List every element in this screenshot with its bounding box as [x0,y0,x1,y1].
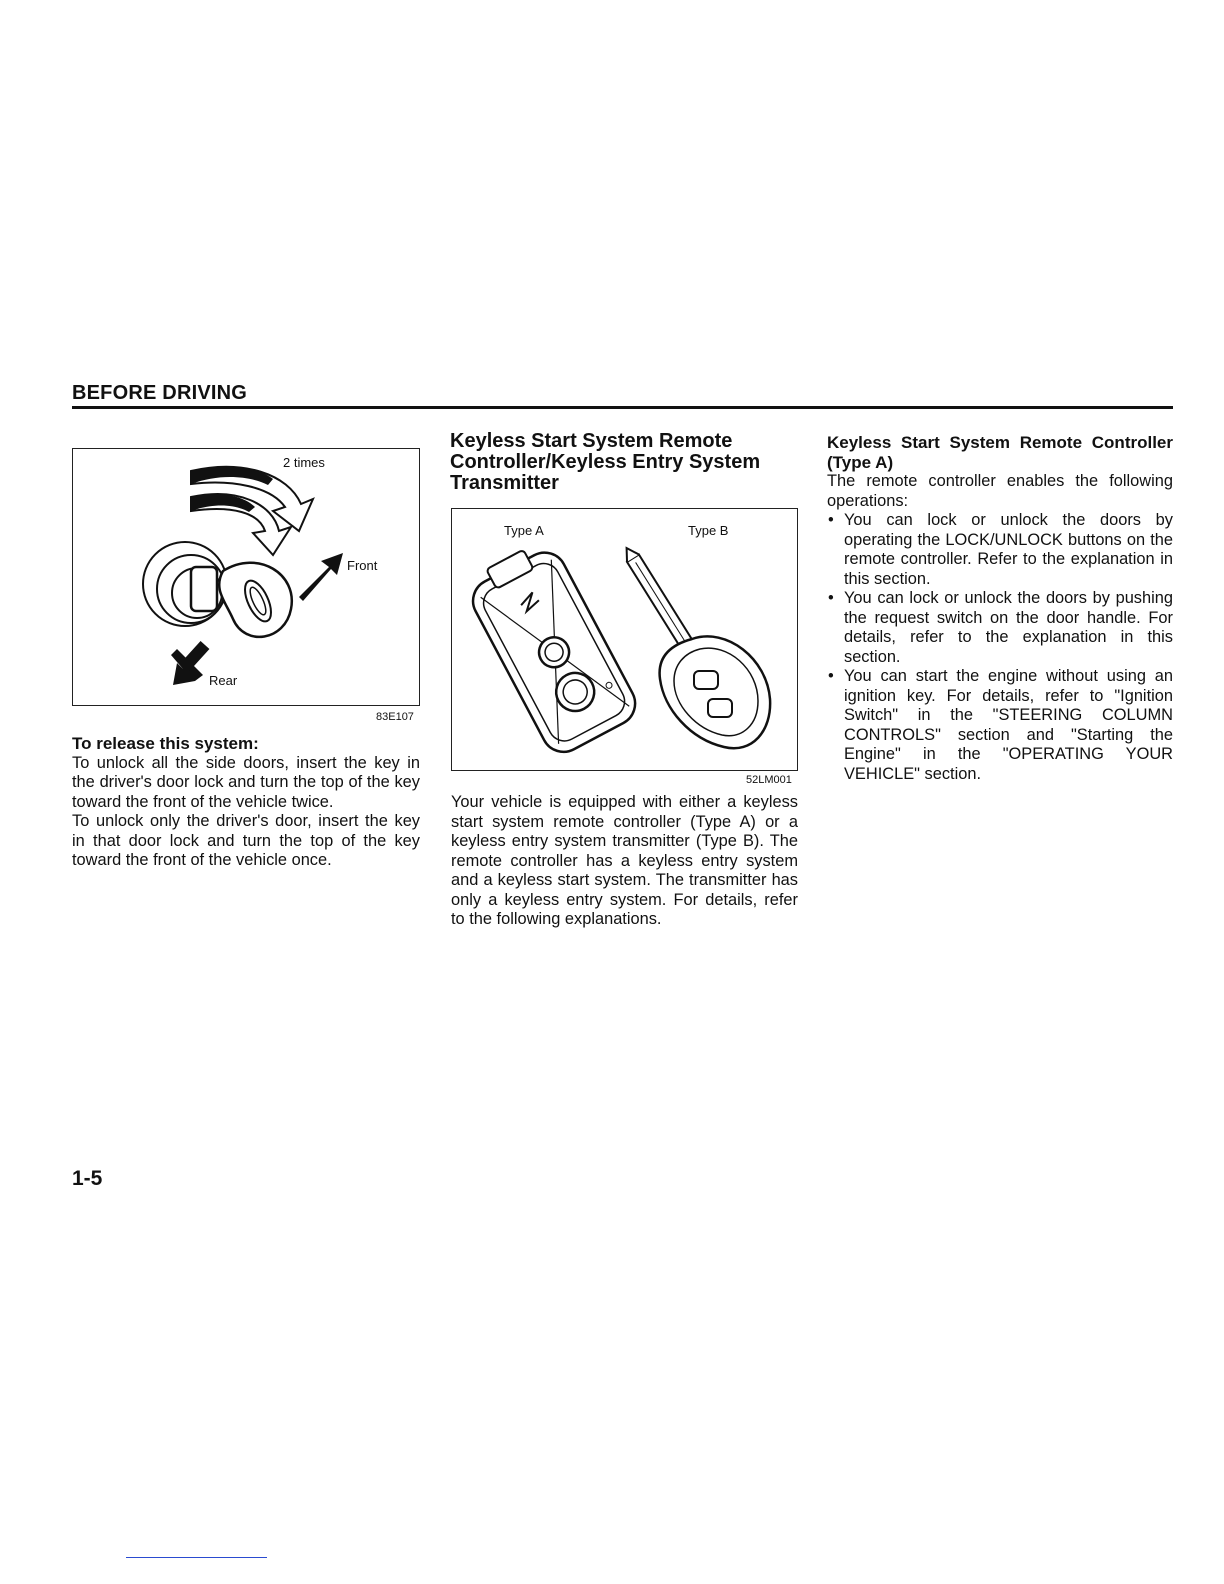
rear-label: Rear [209,673,238,688]
type-a-label: Type A [504,523,544,538]
key-turn-figure: 2 times Front Rear [72,448,420,706]
list-item: •You can start the engine without using … [828,667,1173,783]
remote-controller-intro: The remote controller enables the follow… [827,472,1173,510]
remote-controller-heading: Keyless Start System Remote Controller (… [827,433,1173,472]
type-b-label: Type B [688,523,729,538]
keyless-intro: Your vehicle is equipped with either a k… [451,793,798,930]
list-item: •You can lock or unlock the doors by pus… [828,589,1173,666]
keyless-paragraph: Your vehicle is equipped with either a k… [451,793,798,928]
key-turn-illustration [142,465,343,685]
section-header: BEFORE DRIVING [72,382,248,404]
release-instructions: To release this system: To unlock all th… [72,734,420,871]
header-rule [72,406,1173,409]
release-paragraph-1: To unlock all the side doors, insert the… [72,753,420,811]
keyless-section-heading: Keyless Start System Remote Controller/K… [450,430,761,494]
bullet-icon: • [828,589,834,607]
release-heading: To release this system: [72,734,259,753]
times-label: 2 times [283,455,325,470]
figure-code: 52LM001 [746,774,792,786]
footer-line [126,1557,267,1558]
remote-controller-section: Keyless Start System Remote Controller (… [827,433,1173,784]
operations-list: •You can lock or unlock the doors by ope… [827,511,1173,784]
list-item: •You can lock or unlock the doors by ope… [828,511,1173,588]
bullet-icon: • [828,667,834,685]
bullet-icon: • [828,511,834,529]
page-number: 1-5 [72,1167,103,1190]
release-paragraph-2: To unlock only the driver's door, insert… [72,812,420,869]
remote-types-figure: Type A Type B [451,508,798,771]
front-label: Front [347,558,378,573]
remote-types-illustration [471,546,772,754]
figure-code: 83E107 [376,711,414,723]
